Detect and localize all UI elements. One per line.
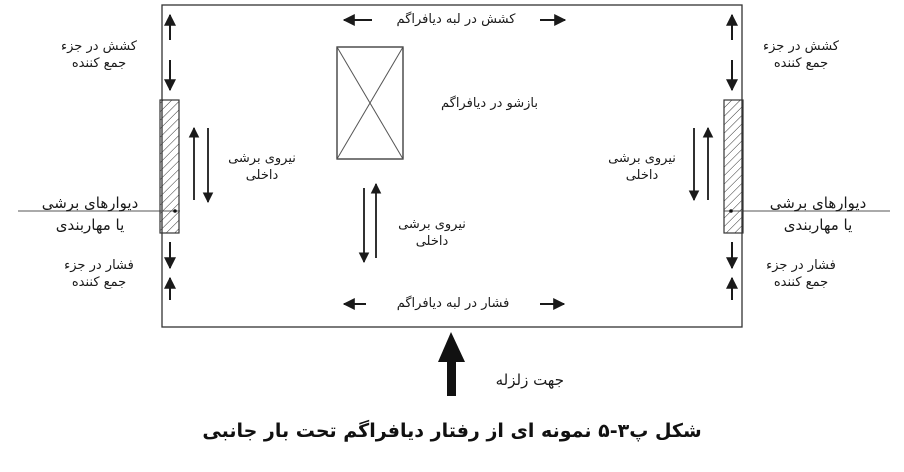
- diaphragm-opening: [336, 46, 404, 160]
- earthquake-arrow: [438, 332, 465, 396]
- internal-shear-label-center: نیروی برشی داخلی: [398, 217, 466, 249]
- internal-shear-label-left: نیروی برشی داخلی: [228, 151, 296, 183]
- collector-compression-label-left: فشار در جزء جمع کننده: [64, 258, 134, 290]
- collector-tension-label-left: کشش در جزء جمع کننده: [60, 39, 137, 71]
- tension-diaphragm-edge-label: کشش در لبه دیافراگم: [396, 12, 516, 27]
- figure-caption: شکل پ۳-۵ نمونه ای از رفتار دیافراگم تحت …: [202, 420, 702, 442]
- collector-compression-label-right: فشار در جزء جمع کننده: [766, 258, 836, 290]
- compression-diaphragm-edge-label: فشار در لبه دیافراگم: [396, 296, 510, 311]
- shear-walls-label-right: دیوارهای برشی یا مهاربندی: [769, 194, 867, 234]
- earthquake-direction-label: جهت زلزله: [495, 371, 564, 389]
- diaphragm-moment-label: بازشو در دیافراگم: [440, 96, 538, 111]
- collector-tension-label-right: کشش در جزء جمع کننده: [762, 39, 839, 71]
- shear-walls-label-left: دیوارهای برشی یا مهاربندی: [41, 194, 139, 234]
- shear-wall-left: [159, 99, 180, 234]
- wall-dot-right: [729, 209, 733, 213]
- internal-shear-label-right: نیروی برشی داخلی: [608, 151, 676, 183]
- shear-wall-right: [723, 99, 744, 234]
- wall-dot-left: [173, 209, 177, 213]
